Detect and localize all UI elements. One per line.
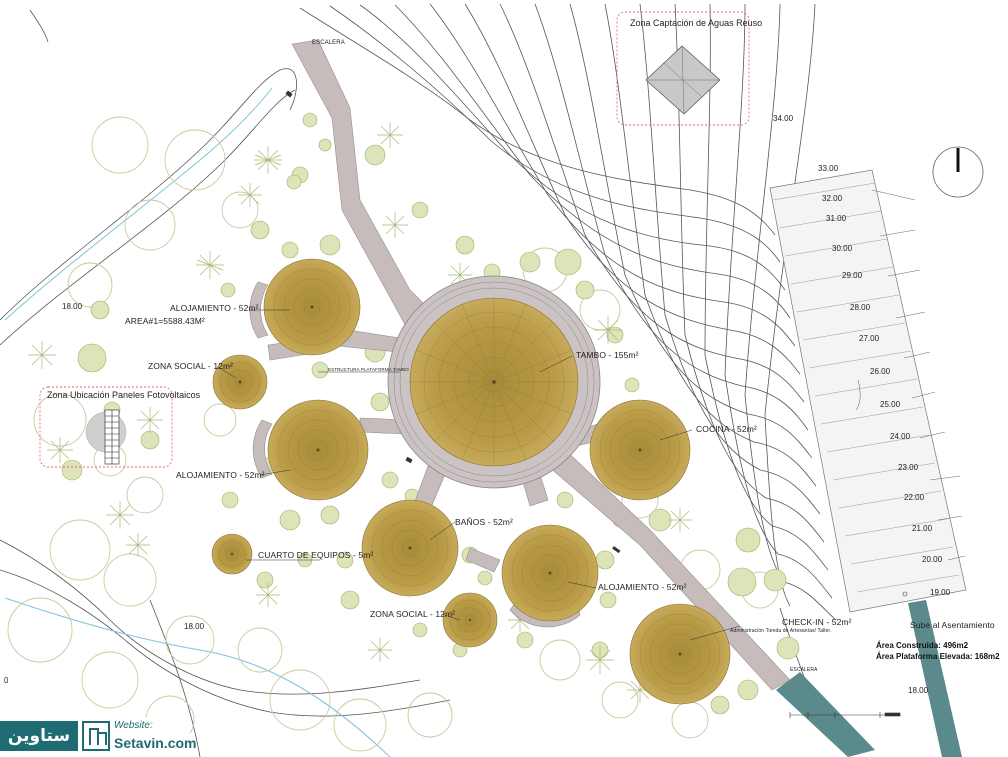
elevation-19: 19.00	[930, 588, 951, 597]
watermark-website-label: Website:	[114, 720, 153, 731]
roof-centers	[230, 305, 682, 656]
roof-texture	[218, 268, 721, 695]
elevation-32: 32.00	[822, 194, 843, 203]
label-check-in-sub: Administración Tienda de Artesanías/ Tal…	[730, 628, 832, 634]
watermark: ستاوین Website: Setavin.com	[0, 717, 196, 755]
elevation-34: 34.00	[773, 114, 794, 123]
label-check-in: CHECK-IN - 52m²	[782, 617, 852, 627]
elevation-18-west: 18.00	[62, 302, 83, 311]
leader-lines	[217, 309, 741, 641]
stair-label-bottom: ESCALERA	[790, 667, 818, 673]
elevation-0: 0	[4, 676, 9, 685]
area-legend: Área Construida: 496m2 Área Plataforma E…	[876, 640, 1000, 662]
elevation-18-east: 18.00	[908, 686, 929, 695]
main-staircase	[769, 169, 967, 613]
solar-panel-zone	[39, 386, 173, 468]
north-arrow	[932, 146, 984, 198]
solar-panel-zone-title: Zona Ubicación Paneles Fotovoltaicos	[47, 390, 201, 400]
elevation-22: 22.00	[904, 493, 925, 502]
label-zona-social-1: ZONA SOCIAL - 12m²	[148, 361, 234, 371]
label-alojamiento-3: ALOJAMIENTO - 52m²	[598, 582, 687, 592]
label-tambo: TAMBO - 155m²	[576, 350, 639, 360]
elevation-21: 21.00	[912, 524, 933, 533]
label-area-total: AREA#1=5588.43M²	[125, 316, 205, 326]
markers	[285, 90, 908, 597]
water-catchment-zone-title: Zona Captación de Aguas Reuso	[630, 18, 763, 28]
water-catchment-zone	[616, 11, 750, 126]
elevation-25: 25.00	[880, 400, 901, 409]
watermark-logo-icon	[82, 721, 110, 751]
label-banos: BAÑOS - 52m²	[455, 517, 513, 527]
legend-area-plataforma: Área Plataforma Elevada: 168m2	[876, 652, 1000, 661]
stair-label-top: ESCALERA	[312, 40, 345, 46]
watermark-arabic-text: ستاوین	[0, 721, 78, 751]
elevation-33: 33.00	[818, 164, 839, 173]
watermark-url[interactable]: Setavin.com	[114, 735, 197, 751]
label-cuarto-equipos: CUARTO DE EQUIPOS - 5m²	[258, 550, 374, 560]
elevation-20: 20.00	[922, 555, 943, 564]
elevation-31: 31.00	[826, 214, 847, 223]
palm-plants	[28, 122, 692, 703]
elevation-28: 28.00	[850, 303, 871, 312]
label-sube-asentamiento: Sube al Asentamiento	[910, 620, 995, 630]
solar-panel-grid	[104, 409, 120, 465]
label-cocina: COCINA - 52m²	[696, 424, 757, 434]
scale-bar	[789, 712, 901, 718]
legend-area-construida: Área Construida: 496m2	[876, 641, 969, 650]
label-alojamiento-1: ALOJAMIENTO - 52m²	[170, 303, 259, 313]
label-estructura-tambo: ESTRUCTURA PLATAFORMA TAMBO	[328, 367, 409, 372]
access-ramps	[776, 600, 962, 757]
elevation-29: 29.00	[842, 271, 863, 280]
elevation-24: 24.00	[890, 432, 911, 441]
label-zona-social-2: ZONA SOCIAL - 12m²	[370, 609, 456, 619]
elevation-30: 30.00	[832, 244, 853, 253]
elevation-27: 27.00	[859, 334, 880, 343]
elevation-23: 23.00	[898, 463, 919, 472]
elevation-18-south: 18.00	[184, 622, 205, 631]
elevation-26: 26.00	[870, 367, 891, 376]
creek-lines	[4, 87, 391, 757]
label-alojamiento-2: ALOJAMIENTO - 52m²	[176, 470, 265, 480]
